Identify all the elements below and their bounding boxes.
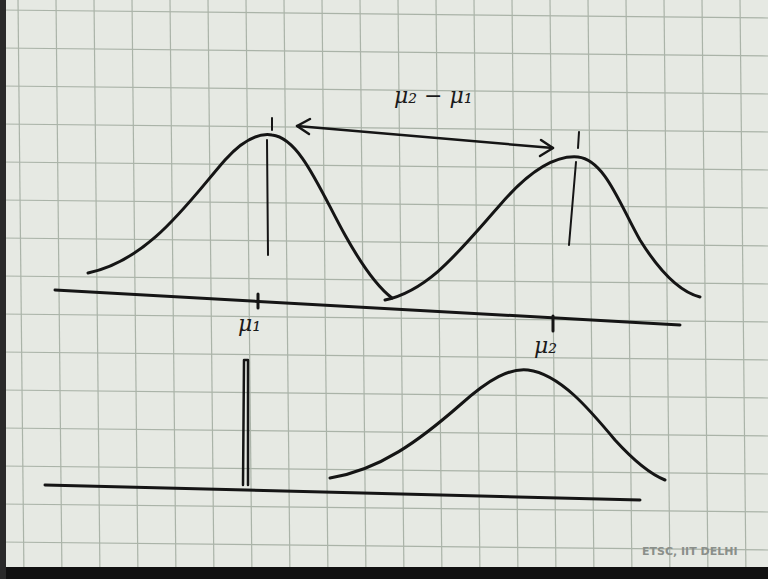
grid-line bbox=[740, 0, 746, 579]
mu2-tick bbox=[552, 316, 555, 331]
grid-line bbox=[0, 10, 768, 18]
grid-line bbox=[550, 0, 556, 579]
grid-line bbox=[474, 0, 480, 579]
grid-line bbox=[512, 0, 518, 579]
lower-axis bbox=[45, 485, 640, 500]
gaussian-curve bbox=[88, 135, 392, 298]
arrow-head bbox=[297, 119, 310, 134]
grid-line bbox=[0, 200, 768, 208]
photo-border bbox=[0, 567, 768, 579]
peak-tick bbox=[271, 118, 273, 130]
grid-line bbox=[0, 238, 768, 246]
grid-line bbox=[170, 0, 176, 579]
grid-line bbox=[0, 352, 768, 360]
grid-line bbox=[0, 504, 768, 512]
grid-line bbox=[0, 276, 768, 284]
photo-border bbox=[0, 0, 6, 579]
grid-line bbox=[0, 48, 768, 56]
gaussian-curve bbox=[330, 370, 665, 480]
grid-line bbox=[18, 0, 24, 579]
watermark: ETSC, IIT DELHI bbox=[640, 546, 740, 558]
grid-line bbox=[702, 0, 708, 579]
mean-label: μ₁ bbox=[236, 312, 263, 336]
mean-line bbox=[267, 140, 268, 255]
point-mass-spike bbox=[243, 360, 248, 485]
upper-axis bbox=[55, 290, 680, 325]
grid-line bbox=[246, 0, 252, 579]
mu1-tick bbox=[257, 294, 260, 308]
grid-line bbox=[208, 0, 214, 579]
grid-line bbox=[664, 0, 670, 579]
mean-label: μ₂ bbox=[532, 334, 559, 358]
grid-line bbox=[0, 390, 768, 398]
difference-label: μ₂ − μ₁ bbox=[392, 84, 475, 108]
mean-line bbox=[569, 162, 576, 245]
gaussian-curve bbox=[385, 157, 700, 300]
grid-line bbox=[0, 162, 768, 170]
grid-line bbox=[0, 314, 768, 322]
grid-line bbox=[0, 428, 768, 436]
grid-line bbox=[588, 0, 594, 579]
difference-arrow bbox=[297, 126, 553, 148]
grid-line bbox=[0, 86, 768, 94]
peak-tick bbox=[578, 132, 579, 148]
arrow-head bbox=[540, 140, 553, 156]
grid-line bbox=[0, 124, 768, 132]
grid-line bbox=[626, 0, 632, 579]
